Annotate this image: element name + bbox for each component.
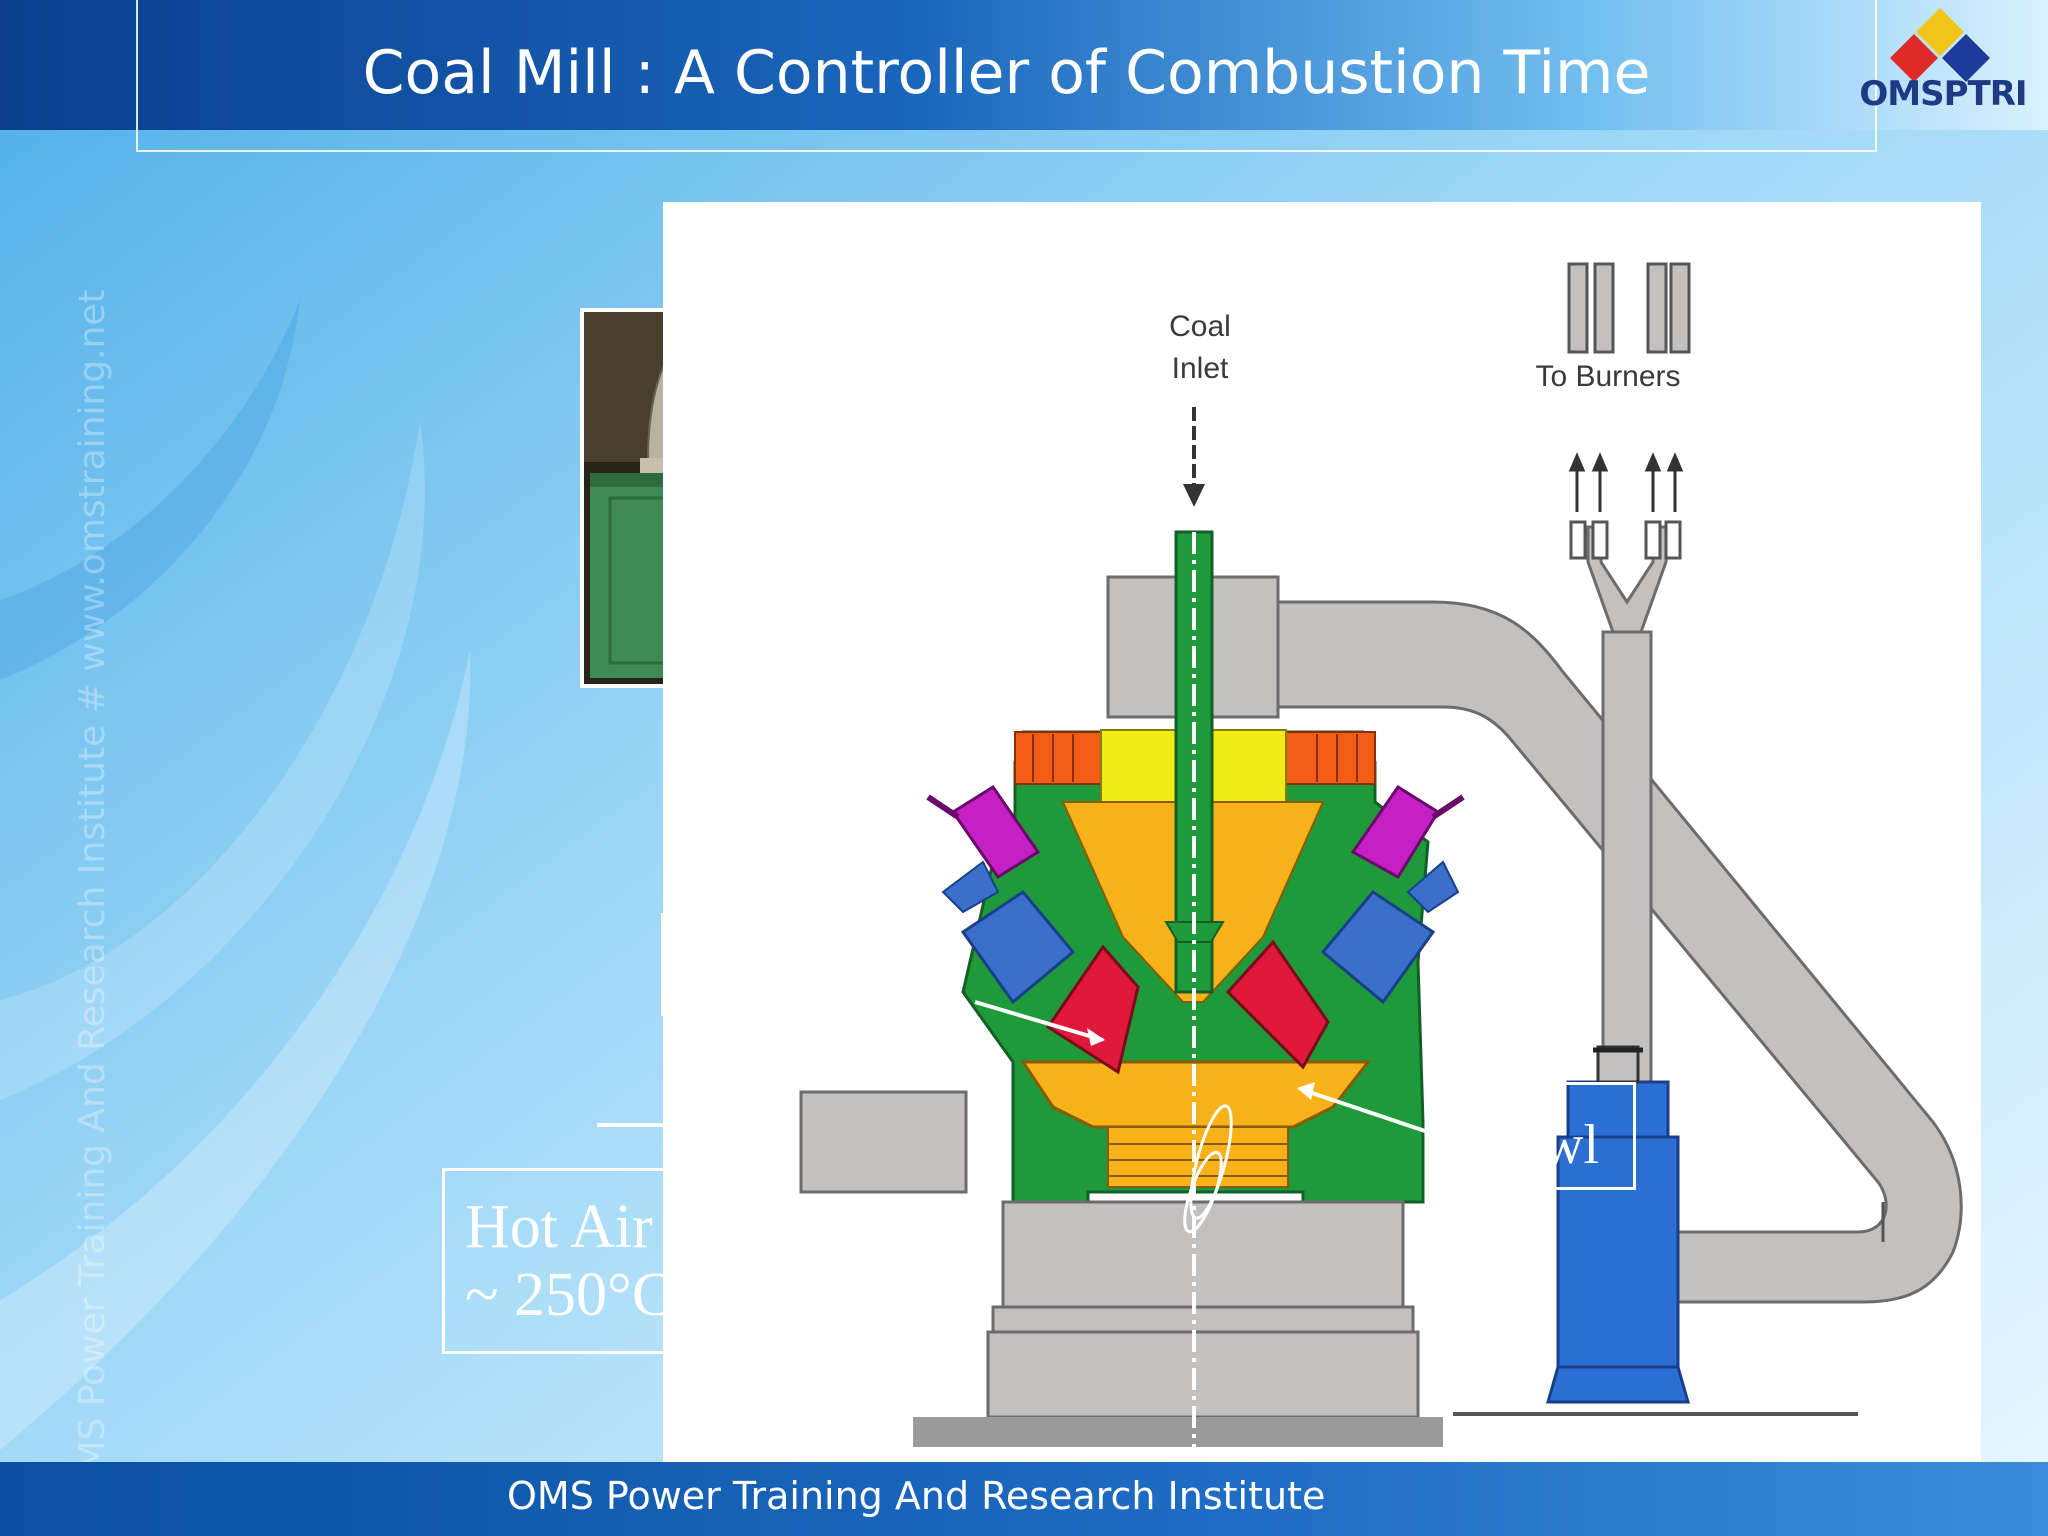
footer-bar (0, 1462, 2048, 1536)
logo-text: OMSPTRI (1859, 74, 2027, 114)
motor (1566, 1080, 1670, 1144)
hot-air-arrow-icon (597, 1117, 691, 1133)
bowl-label: wl (1522, 1082, 1636, 1190)
roller-left (1045, 944, 1140, 1075)
hot-air-duct (799, 1090, 968, 1194)
hot-air-line2: ~ 250°C (465, 1261, 674, 1329)
footer-text: OMS Power Training And Research Institut… (507, 1474, 1326, 1518)
slide-title: Coal Mill : A Controller of Combustion T… (362, 38, 1651, 108)
hot-air-line1: Hot Air (465, 1193, 653, 1261)
title-bar (0, 0, 2048, 130)
watermark: OMS Power Training And Research Institut… (72, 289, 113, 1500)
to-burners-label: To Burners (1535, 360, 1681, 393)
coal-inlet-line1: Coal (1169, 310, 1231, 343)
title-frame (136, 0, 1877, 152)
roller-right (1225, 939, 1330, 1070)
rolls-label: Roll (661, 913, 811, 1016)
bowl-label-text: wl (1543, 1114, 1599, 1176)
coal-inlet-label: Coal Inlet (1145, 306, 1255, 390)
rolls-label-text: Roll (684, 935, 791, 1003)
hot-air-label: Hot Air ~ 250°C (442, 1168, 707, 1354)
coal-mill-diagram (663, 202, 1981, 1484)
omsptri-logo-icon (1890, 8, 1990, 82)
coal-inlet-line2: Inlet (1171, 352, 1229, 385)
